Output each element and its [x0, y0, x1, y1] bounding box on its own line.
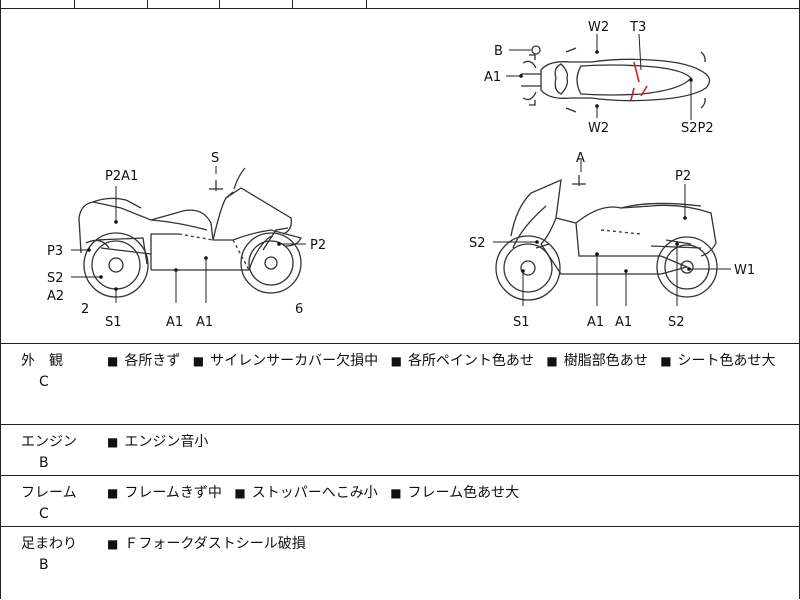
- bullet-square-icon: ■: [107, 354, 119, 368]
- section-engine: エンジン B ■ エンジン音小: [0, 425, 800, 476]
- bullet-square-icon: ■: [107, 537, 119, 551]
- section-items: ■ 各所きず ■ サイレンサーカバー欠損中 ■ 各所ペイント色あせ ■ 樹脂部色あせ ■…: [107, 350, 784, 370]
- condition-item: 各所きず: [124, 353, 181, 369]
- bullet-square-icon: ■: [390, 354, 402, 368]
- condition-item: シート色あせ大: [677, 353, 776, 369]
- bullet-square-icon: ■: [660, 354, 672, 368]
- section-suspension: 足まわり B ■ Ｆフォークダストシール破損: [0, 527, 800, 599]
- label-left-6: 6: [295, 302, 303, 317]
- condition-item: サイレンサーカバー欠損中: [210, 353, 379, 369]
- damage-diagram-area: S P2A1 P3 S2 A2 2 S1 A1 A1 P2 6 B W2 T3 …: [0, 8, 800, 344]
- left-side-scooter: [78, 167, 302, 298]
- section-grade: C: [39, 506, 49, 522]
- label-left-2: 2: [81, 302, 89, 317]
- label-right-a1-b: A1: [615, 315, 632, 330]
- label-left-a2: A2: [47, 289, 64, 304]
- label-top-b: B: [494, 44, 503, 59]
- label-left-p3: P3: [47, 244, 63, 259]
- label-top-w2-a: W2: [588, 20, 609, 35]
- bullet-square-icon: ■: [390, 486, 402, 500]
- section-label: 足まわり: [21, 536, 77, 552]
- label-left-s1: S1: [105, 315, 122, 330]
- label-top-t3: T3: [629, 20, 646, 35]
- condition-item: ストッパーへこみ小: [251, 485, 378, 501]
- label-left-s: S: [211, 151, 219, 166]
- section-grade: C: [39, 374, 49, 390]
- label-right-p2: P2: [675, 169, 691, 184]
- section-label: エンジン: [21, 434, 77, 450]
- section-items: ■ エンジン音小: [107, 431, 216, 451]
- label-left-p2a1: P2A1: [105, 169, 138, 184]
- section-grade: B: [39, 455, 49, 471]
- section-items: ■ フレームきず中 ■ ストッパーへこみ小 ■ フレーム色あせ大: [107, 482, 527, 502]
- label-top-w2-b: W2: [588, 121, 609, 136]
- label-top-s2p2: S2P2: [681, 121, 714, 136]
- section-grade: B: [39, 557, 49, 573]
- bullet-square-icon: ■: [234, 486, 246, 500]
- bullet-square-icon: ■: [107, 486, 119, 500]
- bullet-square-icon: ■: [192, 354, 205, 368]
- label-left-a1-b: A1: [196, 315, 213, 330]
- right-side-scooter: [495, 175, 718, 301]
- section-label: フレーム: [21, 485, 77, 501]
- label-right-w1: W1: [734, 263, 755, 278]
- section-exterior: 外 観 C ■ 各所きず ■ サイレンサーカバー欠損中 ■ 各所ペイント色あせ ■ 樹脂…: [0, 344, 800, 425]
- condition-item: エンジン音小: [124, 434, 209, 450]
- label-left-s2: S2: [47, 271, 64, 286]
- label-right-s2: S2: [469, 236, 486, 251]
- condition-item: 樹脂部色あせ: [563, 353, 648, 369]
- label-right-s1: S1: [513, 315, 530, 330]
- label-right-a: A: [576, 151, 585, 166]
- condition-item: フレームきず中: [124, 485, 222, 501]
- label-right-a1-a: A1: [587, 315, 604, 330]
- section-label: 外 観: [21, 353, 63, 369]
- condition-item: 各所ペイント色あせ: [407, 353, 534, 369]
- label-right-s2-b: S2: [668, 315, 685, 330]
- label-left-p2: P2: [310, 238, 326, 253]
- label-left-a1-a: A1: [166, 315, 183, 330]
- label-top-a1: A1: [484, 70, 501, 85]
- scooter-diagram: S P2A1 P3 S2 A2 2 S1 A1 A1 P2 6 B W2 T3 …: [47, 20, 755, 330]
- section-frame: フレーム C ■ フレームきず中 ■ ストッパーへこみ小 ■ フレーム色あせ大: [0, 476, 800, 527]
- bullet-square-icon: ■: [546, 354, 558, 368]
- section-items: ■ Ｆフォークダストシール破損: [107, 533, 314, 553]
- condition-item: フレーム色あせ大: [407, 485, 520, 501]
- bullet-square-icon: ■: [107, 435, 119, 449]
- damage-marks: [630, 61, 648, 101]
- condition-item: Ｆフォークダストシール破損: [124, 536, 306, 552]
- top-view-scooter: [521, 45, 711, 113]
